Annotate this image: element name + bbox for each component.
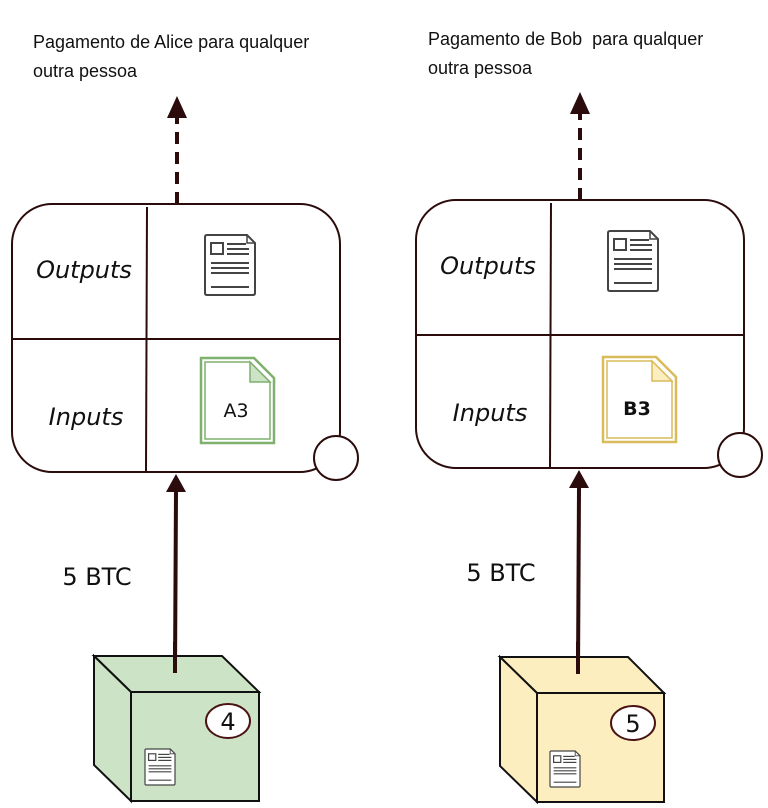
bob-connector-circle [717,432,763,478]
bob-amount-label: 5 BTC [466,559,535,587]
alice-input-document-label: A3 [223,400,248,422]
bob-box-number: 5 [625,710,640,738]
alice-output-arrow [167,96,187,204]
bob-caption-line2: outra pessoa [428,58,533,78]
bob-box-document-icon [549,750,581,788]
transaction-alice: Pagamento de Alice para qualquer outra p… [11,32,359,804]
bob-output-document-icon [607,230,659,292]
arrow-head-icon [166,474,186,492]
alice-amount-label: 5 BTC [62,563,131,591]
alice-connector-circle [313,435,359,481]
bob-box-number-badge [610,705,656,741]
bob-inputs-label: Inputs [453,399,528,427]
arrow-head-icon [167,96,187,118]
alice-caption-line2: outra pessoa [33,61,138,81]
alice-box-number-badge [205,703,251,739]
bob-input-document-label: B3 [623,398,651,420]
alice-input-document: A3 [199,356,276,445]
bob-output-arrow [570,92,590,200]
arrow-head-icon [570,92,590,114]
alice-source-box: 4 [91,642,262,804]
bob-caption-line1: Pagamento de Bob para qualquer [428,29,703,49]
transaction-bob: Pagamento de Bob para qualquer outra pes… [415,29,763,805]
alice-outputs-label: Outputs [36,256,132,284]
alice-output-document-icon [204,234,256,296]
arrow-head-icon [569,470,589,488]
alice-box-document-icon [144,748,176,786]
bob-source-box: 5 [497,642,667,805]
bob-input-document: B3 [601,355,678,444]
bob-input-arrow [569,470,589,673]
alice-box-number: 4 [220,708,235,736]
alice-inputs-label: Inputs [49,403,124,431]
bob-outputs-label: Outputs [440,252,536,280]
alice-caption-line1: Pagamento de Alice para qualquer [33,32,309,52]
